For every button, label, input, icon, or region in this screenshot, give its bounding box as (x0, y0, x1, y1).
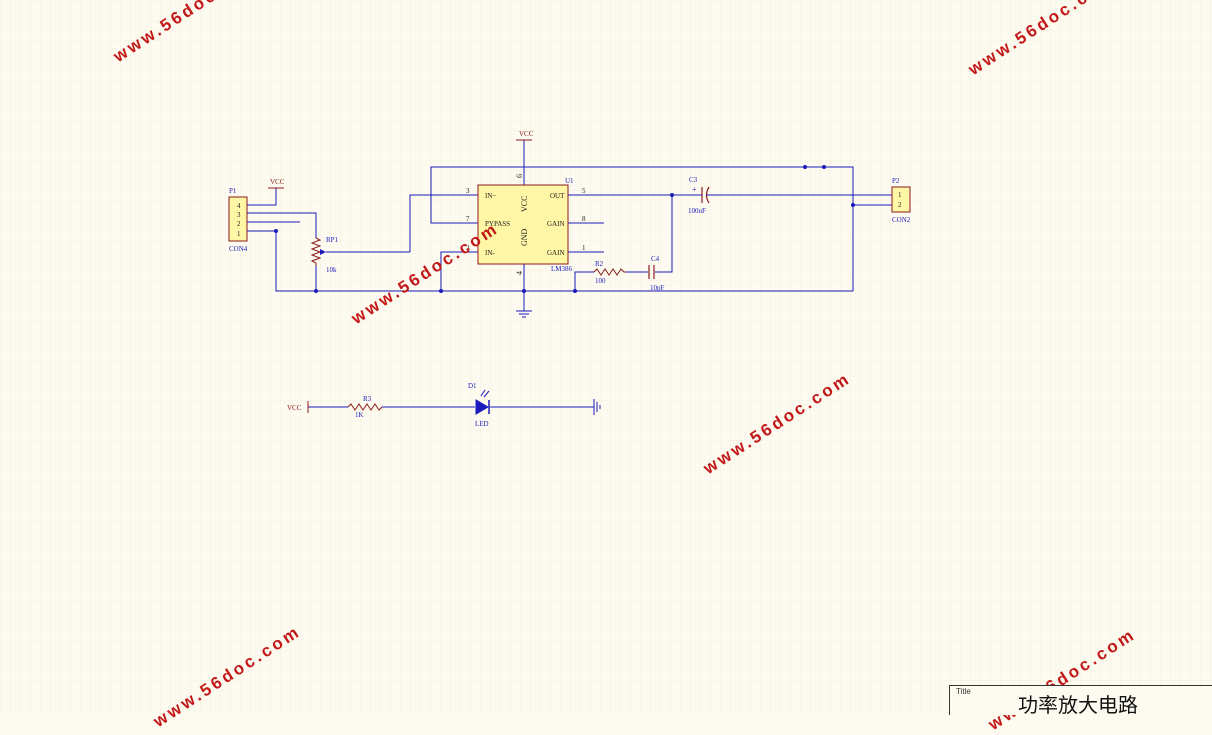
vcc-p1-label: VCC (270, 178, 285, 186)
vcc-symbol-top: VCC (516, 130, 534, 141)
ground-symbol-led (593, 399, 601, 415)
rp1-ref: RP1 (326, 236, 339, 244)
u1-ref: U1 (565, 177, 574, 185)
title-value: 功率放大电路 (1018, 693, 1138, 717)
grid-background (0, 0, 1212, 715)
title-block: Title 功率放大电路 (949, 685, 1212, 717)
d1-part: LED (475, 420, 489, 428)
resistor-r2[interactable]: R2 100 (593, 260, 626, 285)
connector-p2[interactable]: P2 CON2 1 2 (870, 177, 911, 224)
u1-num-8: 8 (582, 215, 586, 223)
p1-ref: P1 (229, 187, 237, 195)
p1-pin1: 1 (237, 230, 241, 238)
u1-pin-in-minus-top: IN− (485, 192, 496, 200)
svg-text:+: + (692, 185, 697, 194)
chip-u1[interactable]: U1 LM386 IN− PYPASS IN- OUT GAIN GAIN VC… (466, 174, 586, 275)
u1-pin-out: OUT (550, 192, 565, 200)
p1-pin2: 2 (237, 220, 241, 228)
p1-pin3: 3 (237, 211, 241, 219)
u1-num-4: 4 (515, 271, 524, 275)
c3-value: 100uF (688, 207, 706, 215)
p2-pin1: 1 (898, 191, 902, 199)
resistor-r3[interactable]: R3 1K (347, 395, 383, 419)
led-d1[interactable]: D1 LED (468, 382, 490, 428)
p2-ref: P2 (892, 177, 900, 185)
u1-pin-vcc: VCC (520, 196, 529, 212)
vcc-symbol-p1: VCC (268, 178, 285, 189)
p2-part: CON2 (892, 216, 911, 224)
u1-part: LM386 (551, 265, 573, 273)
p2-pin2: 2 (898, 201, 902, 209)
r3-ref: R3 (363, 395, 372, 403)
ground-symbol-u1 (516, 310, 532, 318)
capacitor-c4[interactable]: C4 10pF (648, 255, 665, 292)
u1-pin-in-minus-bottom: IN- (485, 249, 495, 257)
u1-num-6: 6 (515, 174, 524, 178)
r3-value: 1K (355, 411, 364, 419)
schematic-canvas: P1 CON4 4 3 2 1 VCC RP1 10k (0, 0, 1212, 715)
u1-pin-gain2: GAIN (547, 249, 565, 257)
vcc-led-label: VCC (287, 404, 302, 412)
junction-dots (274, 165, 855, 293)
u1-num-2: 2 (466, 244, 470, 252)
capacitor-c3[interactable]: + C3 100uF (688, 176, 720, 215)
u1-num-1: 1 (582, 244, 586, 252)
u1-num-5: 5 (582, 187, 586, 195)
vcc-top-label: VCC (519, 130, 534, 138)
title-label: Title (956, 687, 971, 696)
u1-num-7: 7 (466, 215, 470, 223)
u1-pin-gnd: GND (520, 228, 529, 246)
u1-num-3: 3 (466, 187, 470, 195)
r2-ref: R2 (595, 260, 604, 268)
c4-value: 10pF (650, 284, 665, 292)
d1-ref: D1 (468, 382, 477, 390)
u1-wires (409, 140, 870, 311)
u1-pin-gain1: GAIN (547, 220, 565, 228)
c3-ref: C3 (689, 176, 698, 184)
r2-value: 100 (595, 277, 606, 285)
p1-pin4: 4 (237, 202, 241, 210)
u1-pin-bypass: PYPASS (485, 220, 510, 228)
connector-p1[interactable]: P1 CON4 4 3 2 1 (228, 187, 248, 253)
rp1-value: 10k (326, 266, 337, 274)
p1-wires (247, 188, 853, 292)
potentiometer-rp1[interactable]: RP1 10k (310, 236, 410, 274)
vcc-symbol-led: VCC (287, 401, 309, 413)
p1-part: CON4 (229, 245, 248, 253)
c4-ref: C4 (651, 255, 660, 263)
